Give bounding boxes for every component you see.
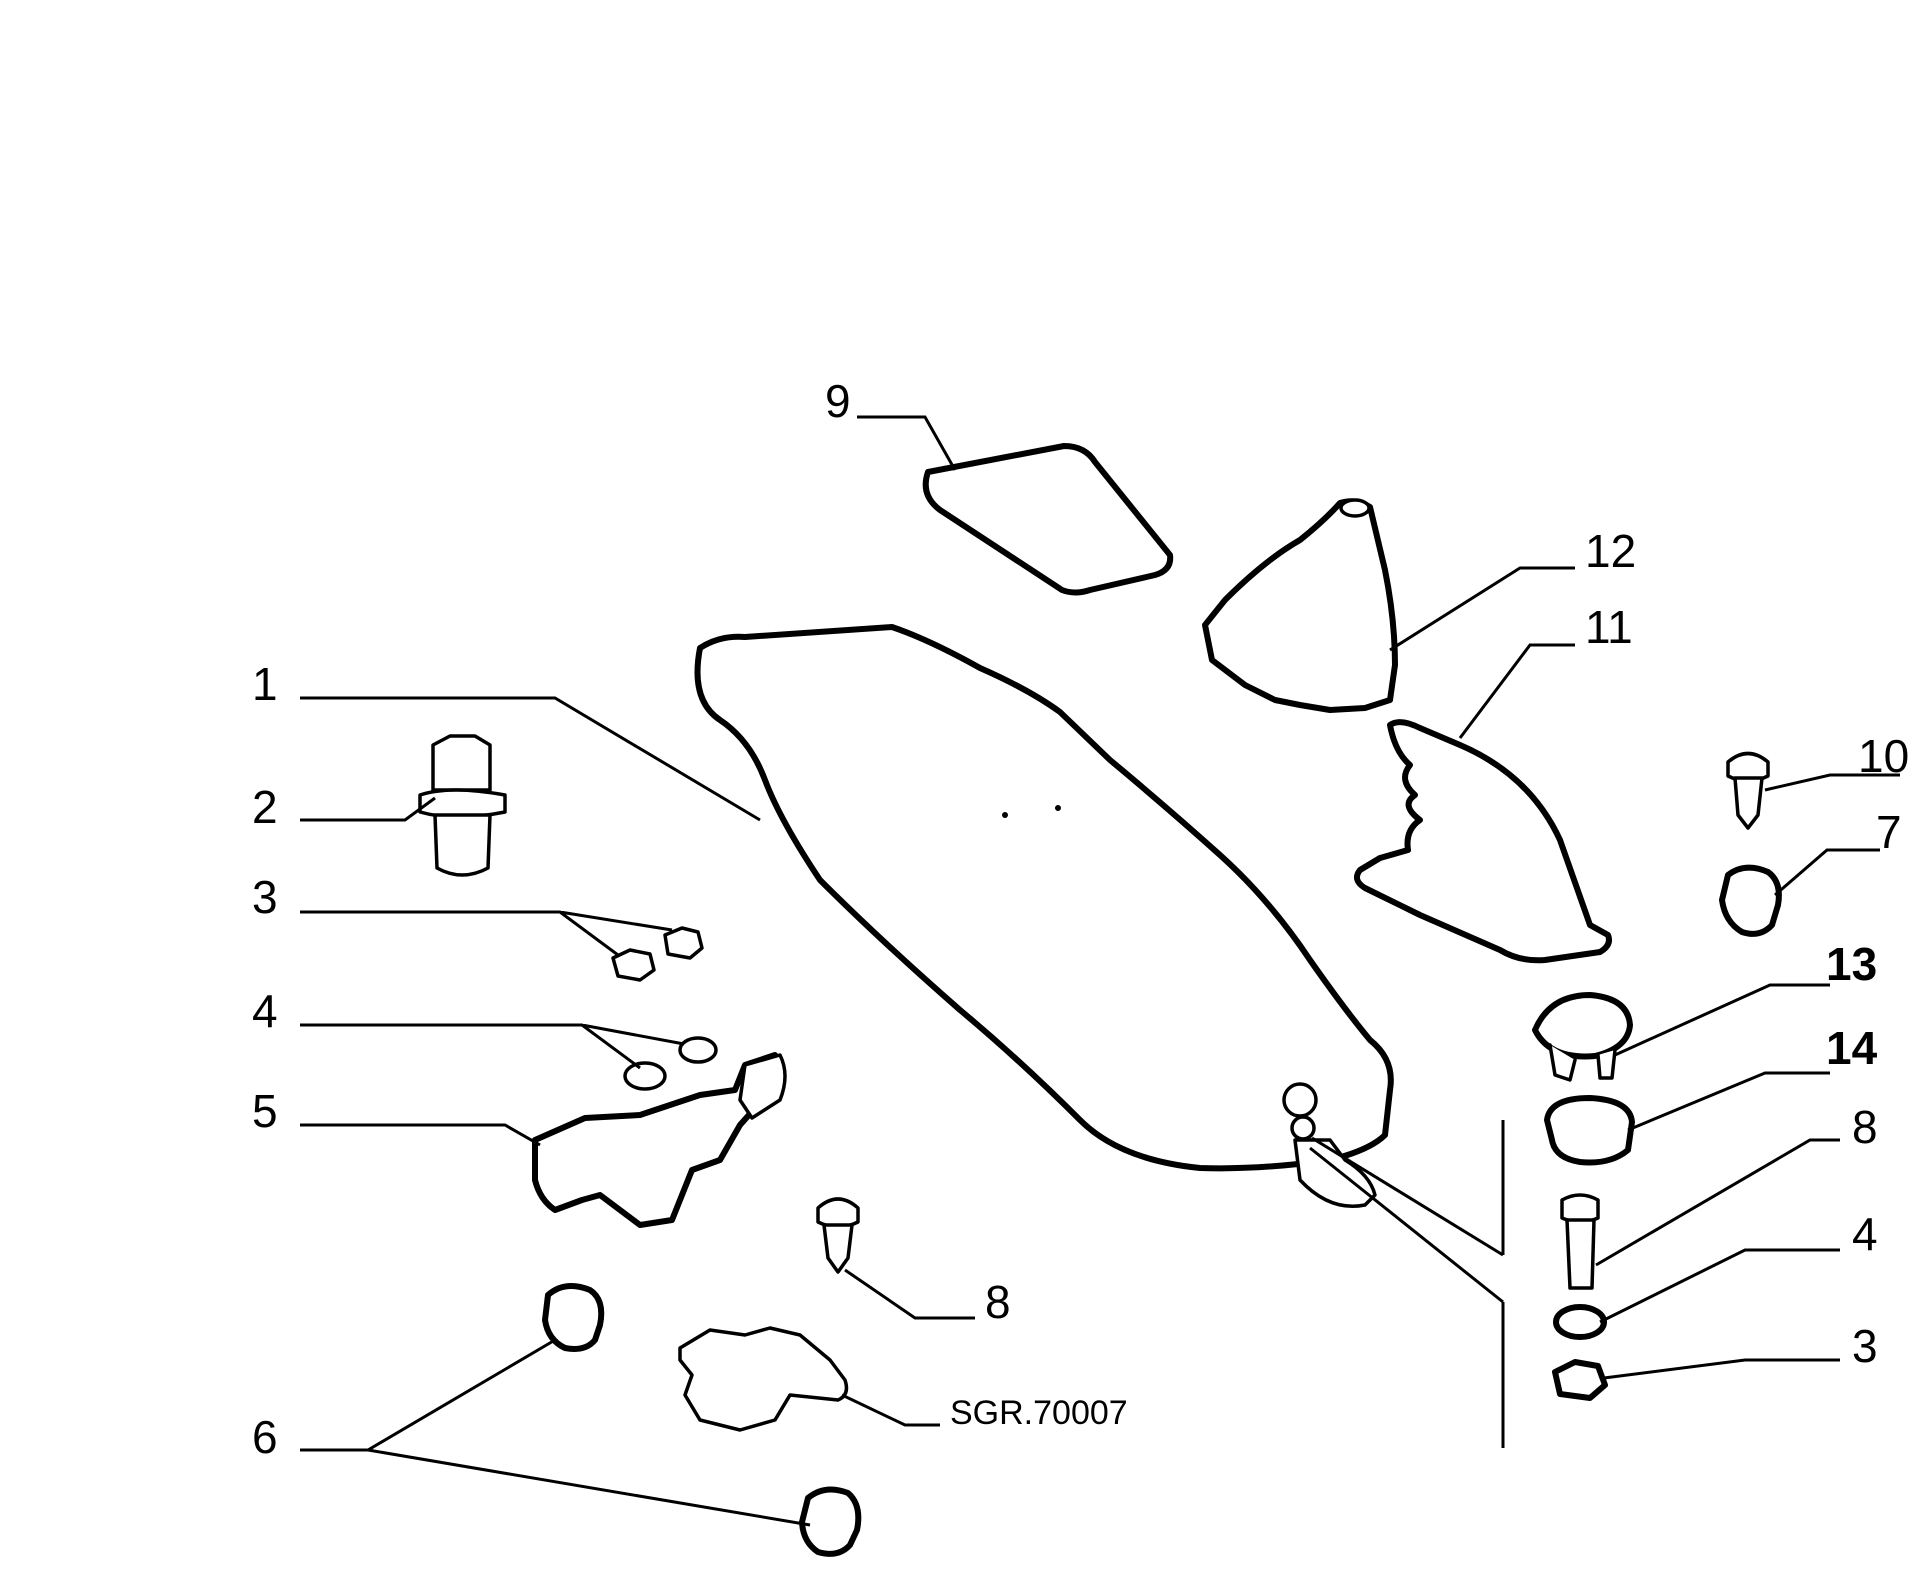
- leader-4-right: [1599, 1248, 1840, 1324]
- self-tapping-screw-right: [1726, 751, 1770, 830]
- leader-8-center: [844, 1268, 975, 1320]
- leader-lines: [300, 415, 1900, 1527]
- cap-knob-part: [1532, 992, 1633, 1082]
- leader-5: [300, 1123, 541, 1147]
- leader-assembly-upper: [1311, 1136, 1504, 1257]
- leader-3-right: [1603, 1358, 1840, 1380]
- leader-4-left: [300, 1023, 685, 1070]
- leader-8-right: [1595, 1138, 1840, 1267]
- mounting-bracket-part: [532, 1052, 787, 1228]
- hex-nut-right: [1552, 1359, 1608, 1401]
- callout-4-left: 4: [252, 985, 278, 1037]
- leader-12: [1389, 566, 1575, 652]
- push-clip-right: [1719, 864, 1782, 937]
- callout-9: 9: [825, 375, 851, 427]
- washer-small-a: [623, 1061, 667, 1091]
- callout-5: 5: [252, 1085, 278, 1137]
- callout-labels: 1 2 3 4 5 6 8 9 12 11 10 7 13 14 8 4 3 S…: [252, 375, 1909, 1463]
- leader-14: [1627, 1071, 1830, 1132]
- sub-assembly-part: [678, 1326, 849, 1432]
- bolt-right-part: [1560, 1193, 1600, 1290]
- leader-2: [300, 796, 436, 822]
- leader-sgr: [841, 1393, 940, 1427]
- callout-3-right: 3: [1852, 1320, 1878, 1372]
- hex-bolt-part: [418, 734, 507, 877]
- callout-8-center: 8: [985, 1276, 1011, 1328]
- reference-code: SGR.70007: [950, 1394, 1128, 1432]
- washer-right: [1553, 1304, 1607, 1340]
- callout-2: 2: [252, 781, 278, 833]
- washer-small-b: [678, 1036, 718, 1064]
- leader-assembly-lower: [1309, 1146, 1504, 1304]
- callout-13: 13: [1826, 938, 1877, 990]
- leader-1: [300, 696, 761, 822]
- leader-11: [1458, 643, 1575, 739]
- callout-6: 6: [252, 1411, 278, 1463]
- gear-lever-boot-part: [1202, 498, 1398, 713]
- callout-3-left: 3: [252, 871, 278, 923]
- callout-12: 12: [1585, 525, 1636, 577]
- push-clip-lower: [799, 1486, 862, 1557]
- center-console-part: [694, 624, 1394, 1208]
- leader-7: [1774, 848, 1880, 897]
- leader-6: [300, 1338, 811, 1527]
- callout-14: 14: [1826, 1022, 1878, 1074]
- self-tapping-screw-part: [816, 1197, 860, 1274]
- hex-nut-small-b: [663, 926, 704, 960]
- leader-9: [857, 415, 957, 471]
- callout-8-right: 8: [1852, 1101, 1878, 1153]
- hex-nut-small-a: [611, 948, 656, 982]
- callout-11: 11: [1585, 601, 1633, 653]
- callout-1: 1: [252, 658, 278, 710]
- leader-3-left: [300, 910, 673, 957]
- callout-4-right: 4: [1852, 1208, 1878, 1260]
- leader-10: [1764, 773, 1900, 792]
- cover-plate-part: [922, 443, 1174, 596]
- callout-10: 10: [1858, 730, 1909, 782]
- leader-13: [1614, 983, 1830, 1057]
- callout-7: 7: [1876, 806, 1902, 858]
- boot-frame-part: [1353, 719, 1612, 964]
- grommet-part: [1544, 1095, 1635, 1166]
